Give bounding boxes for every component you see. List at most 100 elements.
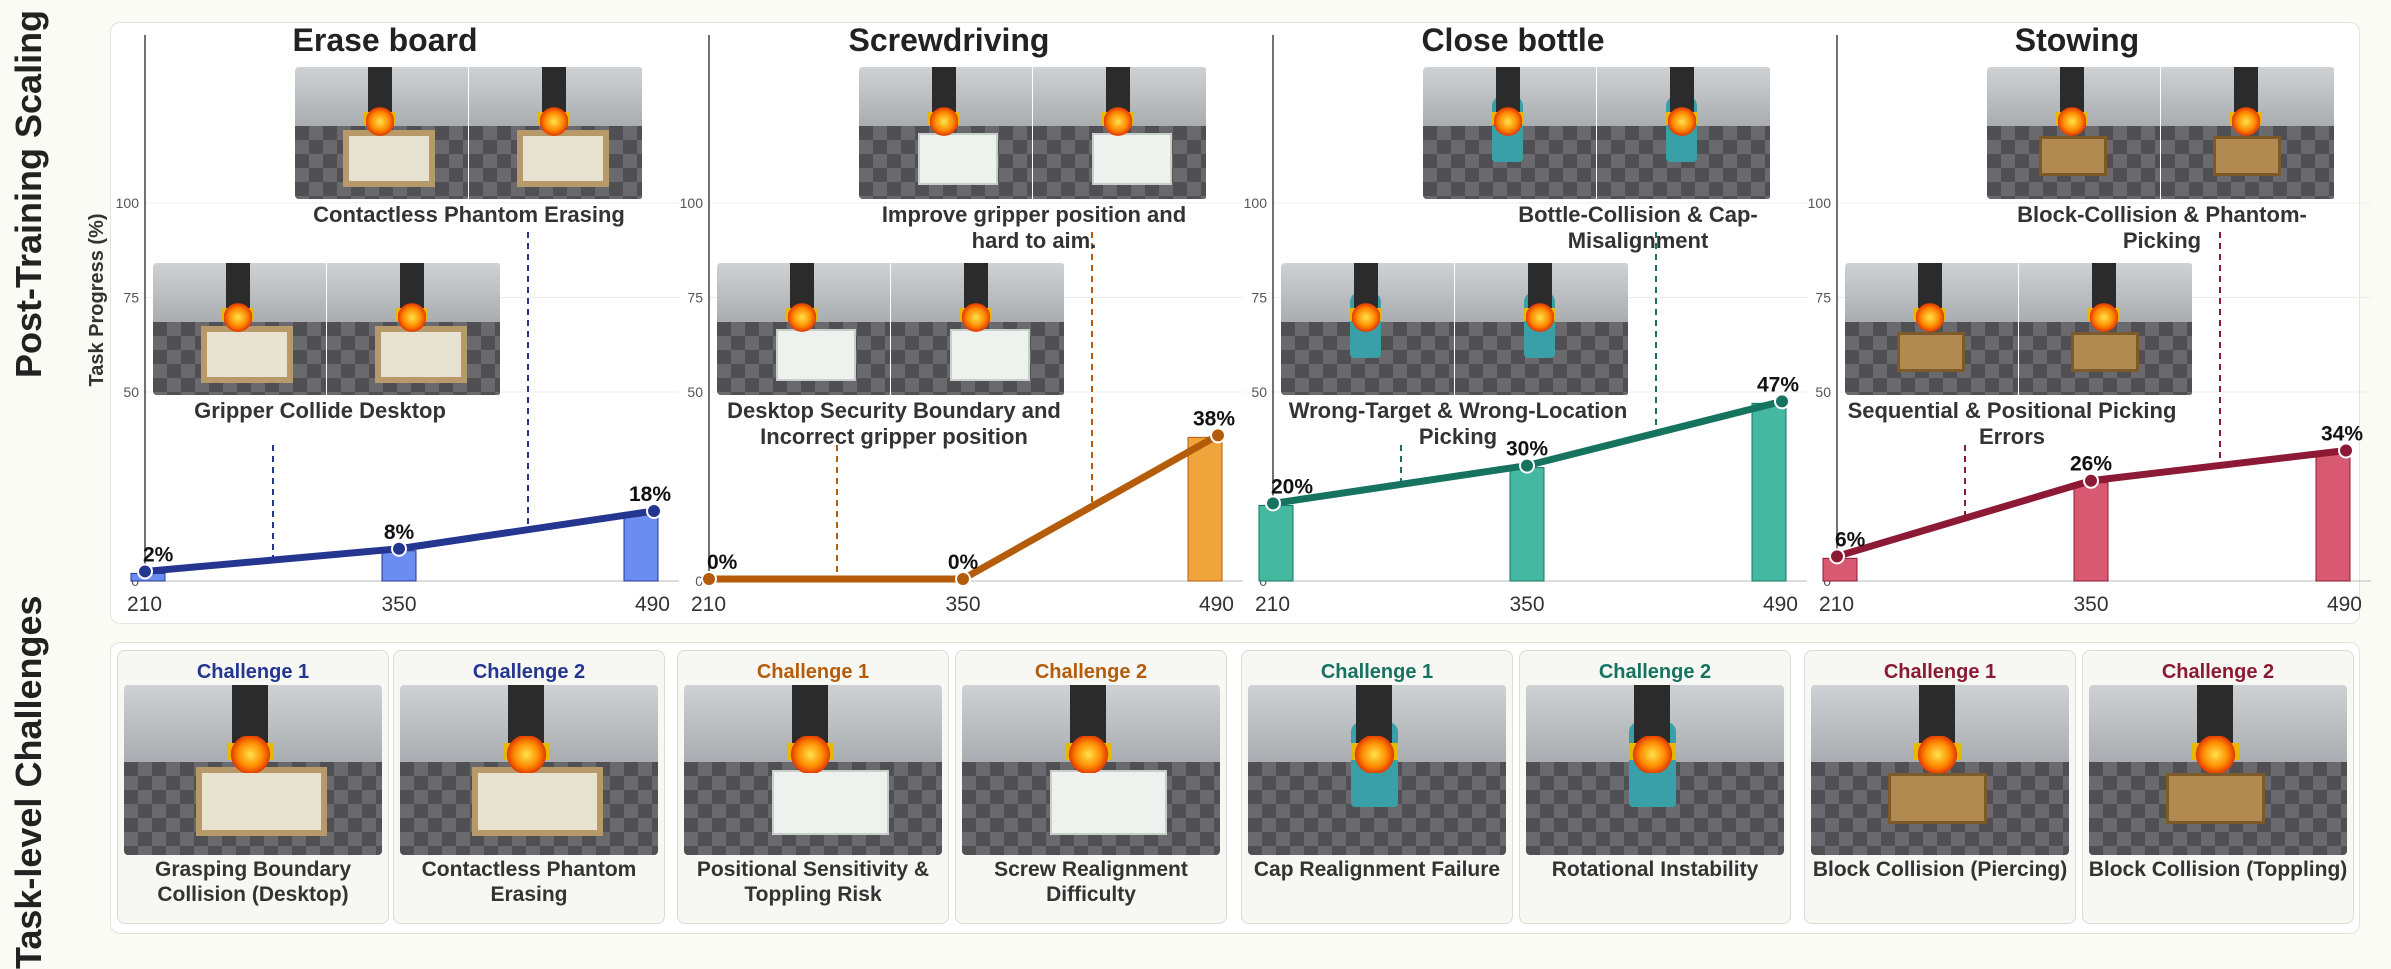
attention-highlight: [789, 736, 832, 774]
scene-object: [2070, 331, 2140, 372]
failure-photo-high-screw-right: [1033, 67, 1206, 199]
challenge-photo: [684, 685, 942, 855]
failure-photo-high-stow-right: [2161, 67, 2334, 199]
attention-highlight: [505, 736, 548, 774]
challenge-photo: [2089, 685, 2347, 855]
failure-photo-low-bottle-right: [1455, 263, 1628, 395]
challenge-photo: [1811, 685, 2069, 855]
data-label-erase-350: 8%: [384, 521, 415, 544]
attention-highlight: [2231, 106, 2260, 136]
failure-photo-high-bottle: [1423, 67, 1771, 199]
challenge-title: Challenge 2: [1598, 661, 1712, 683]
y-tick-label: 75: [1251, 290, 1267, 306]
bar-bottle-350: [1509, 467, 1545, 582]
bar-stow-350: [2073, 482, 2109, 582]
challenge-title: Challenge 2: [1034, 661, 1148, 683]
failure-photo-high-bottle-right: [1597, 67, 1770, 199]
failure-photo-high-erase: [295, 67, 643, 199]
scene-object: [2212, 135, 2282, 176]
failure-photo-low-erase: [153, 263, 501, 395]
data-point-stow-210: [1829, 548, 1845, 565]
challenge-caption: Rotational Instability: [1551, 858, 1759, 881]
bar-stow-490: [2315, 451, 2351, 582]
x-tick-label: 490: [635, 593, 670, 616]
annotation-low-stow: Sequential & Positional Picking Errors: [1847, 398, 2177, 449]
failure-photo-high-screw-left: [859, 67, 1032, 199]
x-tick-label: 350: [1509, 593, 1544, 616]
scene-object: [201, 326, 294, 384]
challenge-photo: [1248, 685, 1506, 855]
data-point-screw-490: [1210, 427, 1226, 444]
challenge-caption: Contactless Phantom Erasing: [421, 858, 637, 906]
data-point-erase-350: [391, 540, 407, 557]
data-label-bottle-210: 20%: [1271, 475, 1313, 498]
attention-highlight: [1351, 302, 1380, 332]
x-tick-label: 350: [381, 593, 416, 616]
data-point-stow-490: [2338, 442, 2354, 459]
data-label-screw-490: 38%: [1193, 407, 1235, 430]
data-label-bottle-490: 47%: [1757, 373, 1799, 396]
y-tick-label: 50: [687, 384, 703, 400]
y-axis-label: Task Progress (%): [86, 213, 108, 386]
attention-highlight: [1631, 736, 1674, 774]
x-tick-label: 210: [1255, 593, 1290, 616]
attention-highlight: [1067, 736, 1110, 774]
failure-photo-low-bottle-left: [1281, 263, 1454, 395]
failure-photo-high-erase-left: [295, 67, 468, 199]
challenge-caption: Grasping Boundary Collision (Desktop): [154, 858, 352, 906]
annotation-high-screw: Improve gripper position and hard to aim…: [881, 202, 1187, 253]
data-label-stow-210: 6%: [1835, 528, 1866, 551]
task-title-erase: Erase board: [292, 22, 478, 58]
scene-object: [949, 329, 1030, 381]
annotation-high-erase: Contactless Phantom Erasing: [313, 202, 625, 227]
attention-highlight: [2194, 736, 2237, 774]
failure-photo-low-screw: [717, 263, 1065, 395]
failure-photo-low-erase-right: [327, 263, 500, 395]
x-tick-label: 490: [1763, 593, 1798, 616]
challenge-title: Challenge 2: [2161, 661, 2275, 683]
data-label-erase-210: 2%: [143, 543, 174, 566]
scene-object: [2038, 135, 2108, 176]
attention-highlight: [1916, 736, 1959, 774]
x-tick-label: 490: [1199, 593, 1234, 616]
scene-object: [917, 133, 998, 185]
scene-object: [375, 326, 468, 384]
data-point-bottle-210: [1265, 495, 1281, 512]
annotation-low-screw: Desktop Security Boundary and Incorrect …: [727, 398, 1061, 449]
challenge-title: Challenge 1: [1883, 661, 1997, 683]
scene-object: [1049, 770, 1168, 836]
task-title-stow: Stowing: [2014, 22, 2140, 58]
y-tick-label: 100: [680, 195, 704, 211]
challenge-title: Challenge 1: [756, 661, 870, 683]
attention-highlight: [961, 302, 990, 332]
failure-photo-low-stow: [1845, 263, 2193, 395]
challenge-card: Challenge 2 Screw Realignment Difficulty: [955, 650, 1227, 924]
task-title-bottle: Close bottle: [1421, 22, 1605, 58]
y-tick-label: 100: [116, 195, 140, 211]
attention-highlight: [365, 106, 394, 136]
data-point-screw-350: [955, 571, 971, 587]
y-tick-label: 0: [695, 573, 703, 589]
attention-highlight: [1667, 106, 1696, 136]
data-point-stow-350: [2083, 472, 2099, 489]
y-tick-label: 50: [1815, 384, 1831, 400]
annotation-low-erase: Gripper Collide Desktop: [194, 398, 446, 423]
data-label-stow-490: 34%: [2321, 422, 2363, 445]
attention-highlight: [229, 736, 272, 774]
attention-highlight: [1353, 736, 1396, 774]
scene-object: [1888, 773, 1988, 824]
y-tick-label: 100: [1808, 195, 1832, 211]
attention-highlight: [787, 302, 816, 332]
failure-photo-low-screw-left: [717, 263, 890, 395]
scene-object: [1091, 133, 1172, 185]
scene-floor: [1597, 126, 1770, 199]
scene-floor: [962, 761, 1220, 855]
bar-screw-490: [1187, 436, 1223, 582]
y-tick-label: 75: [123, 290, 139, 306]
challenge-caption: Screw Realignment Difficulty: [994, 858, 1188, 906]
